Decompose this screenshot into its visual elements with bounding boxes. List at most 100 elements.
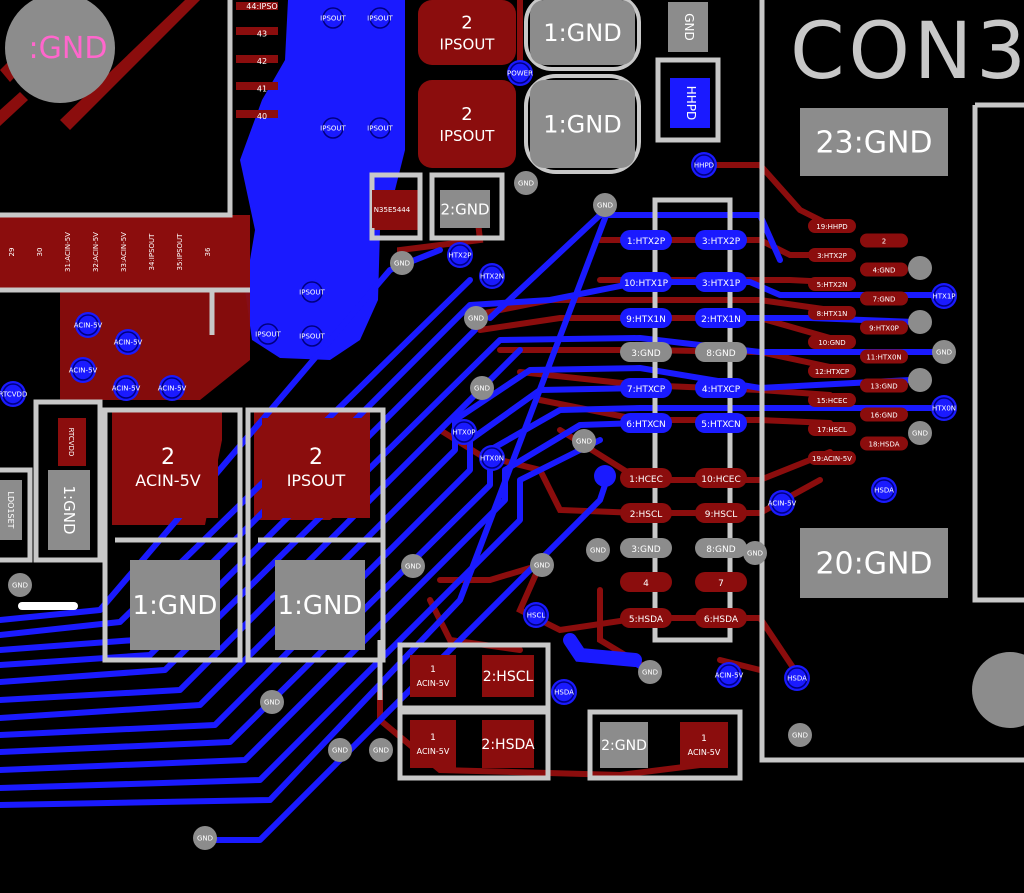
footprint-pad: 10:HTX1P	[620, 272, 672, 292]
via-net-label: IPSOUT	[367, 15, 393, 23]
pad-label: 1:HCEC	[629, 475, 663, 485]
via: GND	[788, 723, 812, 747]
connector-pin: 13:GND	[860, 378, 908, 393]
via: HSCL	[523, 602, 549, 628]
pin-label: 9:HTX0P	[869, 325, 899, 333]
big-pad: 20:GND	[800, 528, 948, 598]
pin-label: 18:HSDA	[868, 441, 899, 449]
silk-stripe	[18, 602, 78, 610]
via-net-label: IPSOUT	[320, 125, 346, 133]
via-net-label: GND	[590, 547, 606, 555]
connector-pin: 16:GND	[860, 407, 908, 422]
footprint-pad: 1:HTX2P	[620, 230, 672, 250]
pin-label: 17:HSCL	[817, 426, 847, 434]
via-net-label: IPSOUT	[255, 331, 281, 339]
via-net-label: ACIN-5V	[69, 367, 98, 375]
via: GND	[8, 573, 32, 597]
footprint-pad: 4:HTXCP	[695, 378, 747, 398]
via-net-label: HTX0N	[480, 455, 504, 463]
connector-pin: 9:HTX0P	[860, 320, 908, 335]
via-net-label: HTX2N	[480, 273, 504, 281]
via-net-label: HSDA	[554, 689, 574, 697]
big-pad: 1:GND	[275, 560, 365, 650]
via	[594, 465, 616, 487]
mounting-hole-2	[972, 652, 1024, 728]
pin-label: 19:ACIN-5V	[812, 455, 852, 463]
via: IPSOUT	[367, 115, 394, 141]
pad-net: IPSOUT	[287, 471, 346, 490]
component-label: HHPD	[684, 86, 698, 121]
connector-pin: 8:HTX1N	[808, 306, 856, 320]
connector-pin: 19:HHPD	[808, 219, 856, 233]
via-net-label: GND	[747, 550, 763, 558]
via: IPSOUT	[320, 5, 347, 31]
via-net-label: ACIN-5V	[74, 322, 103, 330]
via: IPSOUT	[299, 323, 326, 349]
pad-label: 1:HTX2P	[627, 237, 666, 247]
pad-net: 2:HSCL	[483, 669, 534, 685]
pad-net: 2:GND	[601, 738, 647, 754]
small-component: N35E5444	[372, 190, 412, 228]
via-net-label: GND	[197, 835, 213, 843]
connector-pin: 4:GND	[860, 262, 908, 277]
small-component: HHPD	[670, 78, 710, 128]
pad-label: 8:GND	[706, 349, 735, 359]
pad-number: 1	[430, 733, 436, 743]
via: HSDA	[551, 679, 577, 705]
via: GND	[586, 538, 610, 562]
ic-pin-label: 32:ACIN-5V	[92, 232, 100, 272]
via	[908, 368, 932, 392]
pad-label: 4:HTXCP	[702, 385, 741, 395]
pin-label: 19:HHPD	[816, 223, 847, 231]
pad-label: 3:HTX2P	[702, 237, 741, 247]
pad-net: 1:GND	[60, 486, 78, 535]
via	[908, 310, 932, 334]
via: POWER	[507, 60, 533, 86]
via: ACIN-5V	[74, 312, 103, 338]
pad-net: 1:GND	[543, 110, 621, 138]
via-net-label: POWER	[507, 70, 533, 78]
via: GND	[328, 738, 352, 762]
connector-pin: 12:HTXCP	[808, 364, 856, 378]
pin-label: 8:HTX1N	[817, 310, 848, 318]
footprint-pad: 6:HSDA	[695, 608, 747, 628]
pad-label: 4	[643, 579, 649, 589]
pad-label: 2:HSCL	[630, 510, 663, 520]
via-net-label: RTCVDD	[0, 391, 27, 399]
via: GND	[401, 554, 425, 578]
footprint-pad: 2:HTX1N	[695, 308, 747, 328]
via-net-label: GND	[474, 385, 490, 393]
via-net-label: GND	[792, 732, 808, 740]
pad-label: 2:HTX1N	[701, 315, 741, 325]
footprint-pad: 3:GND	[620, 538, 672, 558]
via: GND	[932, 340, 956, 364]
via: GND	[530, 553, 554, 577]
via: IPSOUT	[320, 115, 347, 141]
ic-pin-label: 35:IPSOUT	[176, 233, 184, 271]
via-net-label: ACIN-5V	[768, 500, 797, 508]
footprint-pad: 9:HTX1N	[620, 308, 672, 328]
via: RTCVDD	[0, 381, 27, 407]
via-net-label: HTX0N	[932, 405, 956, 413]
ic-pin-label: 41	[257, 85, 267, 94]
ic-pin-label: 36	[204, 247, 212, 256]
ic-pin-label: 44:IPSO	[246, 2, 277, 11]
pin-label: 16:GND	[870, 412, 897, 420]
pad-label: 3:HTX1P	[702, 279, 741, 289]
via: IPSOUT	[299, 279, 326, 305]
component-label: N35E5444	[374, 206, 411, 214]
via: HTX0P	[451, 419, 477, 445]
via-net-label: HTX2P	[448, 252, 471, 260]
via-net-label: ACIN-5V	[112, 385, 141, 393]
via-net-label: GND	[936, 349, 952, 357]
ic-pin-label: 31:ACIN-5V	[64, 232, 72, 272]
pin-label: 15:HCEC	[817, 397, 848, 405]
big-pad: 2:HSDA	[481, 720, 535, 768]
footprint-pad: 7:HTXCP	[620, 378, 672, 398]
via-net-label: ACIN-5V	[715, 672, 744, 680]
